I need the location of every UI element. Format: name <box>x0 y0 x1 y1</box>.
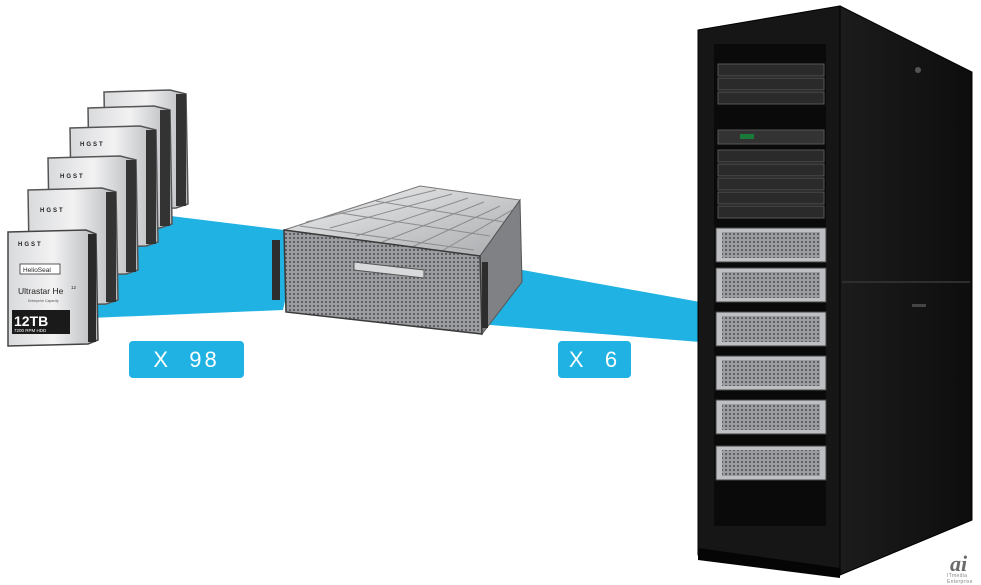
hdd-capacity: 12TB <box>14 313 48 329</box>
rack-enclosure <box>715 399 827 435</box>
rack-side-lock <box>915 67 921 73</box>
enclosure-to-rack-band <box>478 262 700 342</box>
hdd-series-badge: HelioSeal <box>23 267 51 274</box>
enclosure-drive-slots <box>299 189 513 253</box>
enclosure-handle <box>353 261 425 279</box>
hdd-brand: HGST <box>18 242 43 248</box>
rack-side-handle <box>912 304 926 307</box>
enclosures-per-rack-label: X 6 <box>568 346 621 372</box>
enclosure-front <box>283 229 483 335</box>
enclosure-left-ear <box>272 240 280 300</box>
rack-enclosure <box>715 311 827 347</box>
hdd-model: Ultrastar He <box>18 286 64 296</box>
rack-enclosures <box>715 227 827 481</box>
rack-servers-1u <box>717 63 825 219</box>
enclosure-right-ear <box>482 262 488 328</box>
hdd-brand-3: HGST <box>80 142 105 148</box>
watermark-logo: ai <box>950 551 968 576</box>
hdd-front: HGST HelioSeal Ultrastar He 12 Enterpris… <box>7 229 99 347</box>
rack-enclosure <box>715 227 827 263</box>
rack-base <box>698 548 840 578</box>
enclosures-per-rack-badge: X 6 <box>558 341 631 378</box>
rack-enclosure <box>715 355 827 391</box>
rack-enclosure <box>715 445 827 481</box>
hdd-brand-2: HGST <box>60 174 85 180</box>
drives-per-enclosure-badge: X 98 <box>129 341 244 378</box>
hdd-spec: 7200 RPM HDD <box>14 328 47 333</box>
watermark-tagline: ITmedia Enterprise <box>947 573 973 585</box>
rack-enclosure <box>715 267 827 303</box>
hdd-model-suffix: 12 <box>71 285 77 290</box>
drives-per-enclosure-label: X 98 <box>153 346 220 372</box>
hdd-subtitle: Enterprise Capacity <box>28 299 59 303</box>
rack-side-panel <box>839 5 973 576</box>
hard-drive-stack: HGST HGST HGST HGST HelioSeal Ultrastar … <box>7 89 189 347</box>
hdd-brand-1: HGST <box>40 208 65 214</box>
